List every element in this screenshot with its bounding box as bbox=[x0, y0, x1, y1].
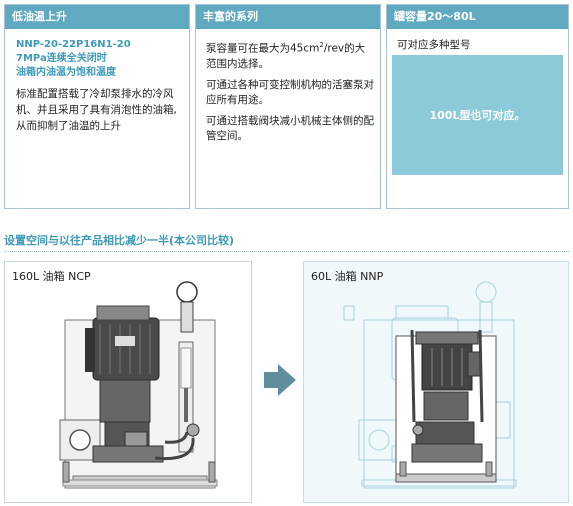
model-line: 7MPa连续全关闭时 bbox=[16, 53, 107, 64]
model-line: 油箱内油温为饱和温度 bbox=[16, 67, 116, 78]
card-paragraph: 可通过搭载阀块减小机械主体侧的配管空间。 bbox=[206, 114, 374, 142]
model-line: NNP-20-22P16N1-20 bbox=[16, 39, 131, 50]
feature-card-rich-series: 丰富的系列 泵容量可在最大为45cm2/rev的大范围内选择。 可通过各种可变控… bbox=[195, 4, 381, 209]
feature-card-tank-capacity: 罐容量20～80L 可对应多种型号 100L型也可对应。 bbox=[386, 4, 569, 209]
card-body: 标准配置搭载了冷却泵排水的冷风机、并且采用了具有消泡性的油箱, 从而抑制了油温的… bbox=[16, 88, 177, 132]
feature-card-low-oil-temp: 低油温上升 NNP-20-22P16N1-20 7MPa连续全关闭时 油箱内油温… bbox=[4, 4, 190, 209]
nnp-unit-illustration bbox=[343, 281, 517, 489]
card-title: 丰富的系列 bbox=[196, 5, 380, 29]
ncp-unit-illustration bbox=[59, 281, 218, 489]
card-subtitle: 可对应多种型号 bbox=[397, 39, 471, 51]
section-title: 设置空间与以往产品相比减少一半(本公司比较) bbox=[4, 234, 235, 247]
card-paragraph: 泵容量可在最大为45cm2/rev的大范围内选择。 bbox=[206, 41, 366, 70]
comparison-panel-new: 60L 油箱 NNP bbox=[303, 261, 569, 503]
card-model-info: NNP-20-22P16N1-20 7MPa连续全关闭时 油箱内油温为饱和温度 bbox=[5, 29, 189, 80]
dotted-divider bbox=[4, 251, 569, 252]
capacity-highlight-box: 100L型也可对应。 bbox=[392, 55, 563, 175]
card-title: 低油温上升 bbox=[5, 5, 189, 29]
comparison-panel-old: 160L 油箱 NCP bbox=[4, 261, 252, 503]
panel-label: 160L 油箱 NCP bbox=[12, 270, 91, 283]
right-arrow-icon bbox=[264, 364, 296, 396]
card-title: 罐容量20～80L bbox=[387, 5, 568, 29]
card-paragraph: 可通过各种可变控制机构的活塞泵对应所有用途。 bbox=[206, 78, 374, 106]
panel-label: 60L 油箱 NNP bbox=[311, 270, 384, 283]
